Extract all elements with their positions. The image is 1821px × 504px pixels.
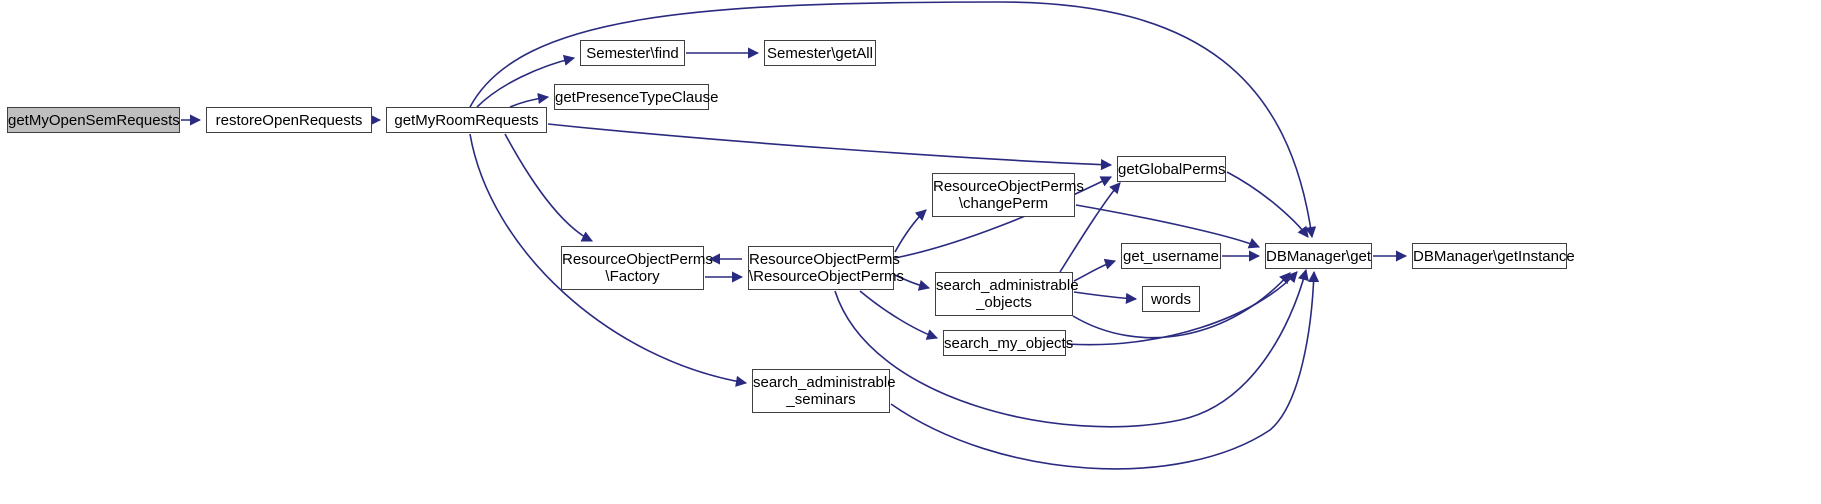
node-label: getMyOpenSemRequests	[8, 111, 180, 129]
node-getPresenceTypeClause[interactable]: getPresenceTypeClause	[554, 84, 719, 110]
node-dbmanager-getinstance[interactable]: DBManager\getInstance	[1412, 243, 1575, 269]
edge-ResourceObjectPerms-search-my-objects	[859, 290, 939, 340]
node-search-my-objects[interactable]: search_my_objects	[943, 330, 1074, 356]
node-label: ResourceObjectPerms \ResourceObjectPerms	[749, 251, 905, 285]
node-label: search_administrable _seminars	[753, 374, 896, 408]
node-restoreOpenRequests[interactable]: restoreOpenRequests	[206, 107, 372, 133]
node-label: search_administrable _objects	[936, 277, 1079, 311]
node-label: DBManager\getInstance	[1413, 247, 1575, 265]
node-get-username[interactable]: get_username	[1121, 243, 1221, 269]
node-label: restoreOpenRequests	[215, 111, 363, 129]
node-dbmanager-get[interactable]: DBManager\get	[1265, 243, 1372, 269]
node-resourceobjectperms-factory[interactable]: ResourceObjectPerms \Factory	[561, 246, 713, 290]
node-label: DBManager\get	[1266, 247, 1372, 265]
edge-ResourceObjectPerms-changePerm	[894, 209, 927, 253]
edge-changePerm-DBManagerGet	[1075, 204, 1261, 249]
edge-getGlobalPerms-DBManagerGet	[1226, 171, 1309, 238]
node-label: words	[1150, 290, 1191, 308]
edge-getMyRoomRequests-Factory	[504, 133, 594, 242]
edge-search-administrable-objects-words	[1073, 291, 1138, 305]
node-label: ResourceObjectPerms \Factory	[562, 251, 713, 285]
node-getGlobalPerms[interactable]: getGlobalPerms	[1117, 156, 1226, 182]
edge-search-administrable-objects-get-username	[1073, 258, 1117, 282]
node-label: ResourceObjectPerms \changePerm	[933, 178, 1084, 212]
node-getMyRoomRequests[interactable]: getMyRoomRequests	[386, 107, 547, 133]
edge-getMyRoomRequests-DBManagerGet-top	[469, 1, 1317, 239]
node-search-administrable-seminars[interactable]: search_administrable _seminars	[752, 369, 896, 413]
node-label: getMyRoomRequests	[394, 111, 539, 129]
node-resourceobjectperms-resourceobjectperms[interactable]: ResourceObjectPerms \ResourceObjectPerms	[748, 246, 905, 290]
node-semester-find[interactable]: Semester\find	[580, 40, 685, 66]
node-semester-getall[interactable]: Semester\getAll	[764, 40, 876, 66]
node-label: getGlobalPerms	[1118, 160, 1226, 178]
node-label: Semester\getAll	[767, 44, 873, 62]
node-label: get_username	[1123, 247, 1219, 265]
node-label: search_my_objects	[944, 334, 1074, 352]
node-words[interactable]: words	[1142, 286, 1200, 312]
node-getMyOpenSemRequests[interactable]: getMyOpenSemRequests	[7, 107, 180, 133]
node-label: Semester\find	[586, 44, 679, 62]
node-label: getPresenceTypeClause	[555, 88, 719, 106]
node-resourceobjectperms-changeperm[interactable]: ResourceObjectPerms \changePerm	[932, 173, 1084, 217]
edge-getMyRoomRequests-getPresenceTypeClause	[509, 92, 550, 108]
node-search-administrable-objects[interactable]: search_administrable _objects	[935, 272, 1079, 316]
edge-getMyRoomRequests-getGlobalPerms	[547, 123, 1113, 171]
